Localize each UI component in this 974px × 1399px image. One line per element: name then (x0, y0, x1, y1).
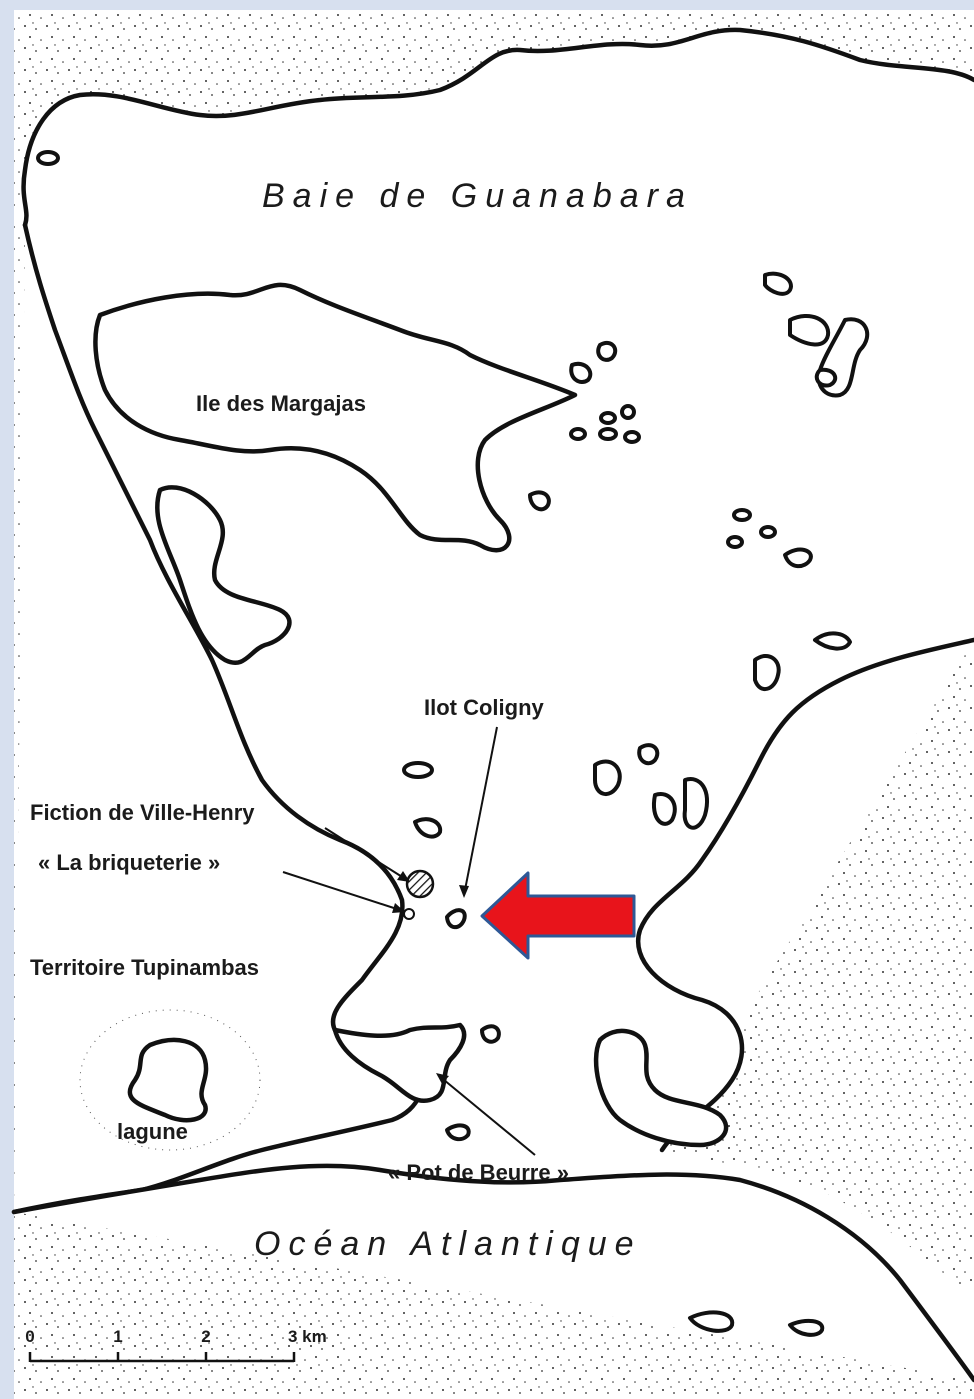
scale-tick-1: 1 (113, 1327, 122, 1346)
ile-margajas-label: Ile des Margajas (196, 391, 366, 416)
ile-des-margajas (93, 282, 578, 553)
land-north (14, 10, 974, 228)
scale-tick-3: 3 km (288, 1327, 327, 1346)
red-pointer-arrow (480, 871, 636, 960)
lagune-label: lagune (117, 1119, 188, 1144)
land-south (11, 1163, 974, 1399)
islets (36, 150, 870, 1337)
lagoon (79, 1009, 261, 1151)
eastern-spit (593, 1028, 729, 1148)
ocean-label: Océan Atlantique (254, 1225, 642, 1263)
briqueterie-label: « La briqueterie » (38, 850, 220, 875)
pot-de-beurre-label: « Pot de Beurre » (388, 1160, 569, 1185)
fiction-ville-henry-label: Fiction de Ville-Henry (30, 800, 255, 825)
briqueterie-marker (403, 908, 415, 920)
land-west (11, 220, 424, 1215)
territoire-label: Territoire Tupinambas (30, 955, 259, 980)
scale-tick-0: 0 (25, 1327, 34, 1346)
scale-bar: 0 1 2 3 km (25, 1327, 327, 1363)
scale-tick-2: 2 (201, 1327, 210, 1346)
bay-label: Baie de Guanabara (262, 177, 693, 215)
fiction-ville-henry-marker (405, 869, 435, 899)
pointer-lines (282, 726, 536, 1156)
western-peninsula (155, 485, 292, 665)
ilot-coligny-label: Ilot Coligny (424, 695, 545, 720)
pot-de-beurre-peninsula (332, 1022, 467, 1104)
